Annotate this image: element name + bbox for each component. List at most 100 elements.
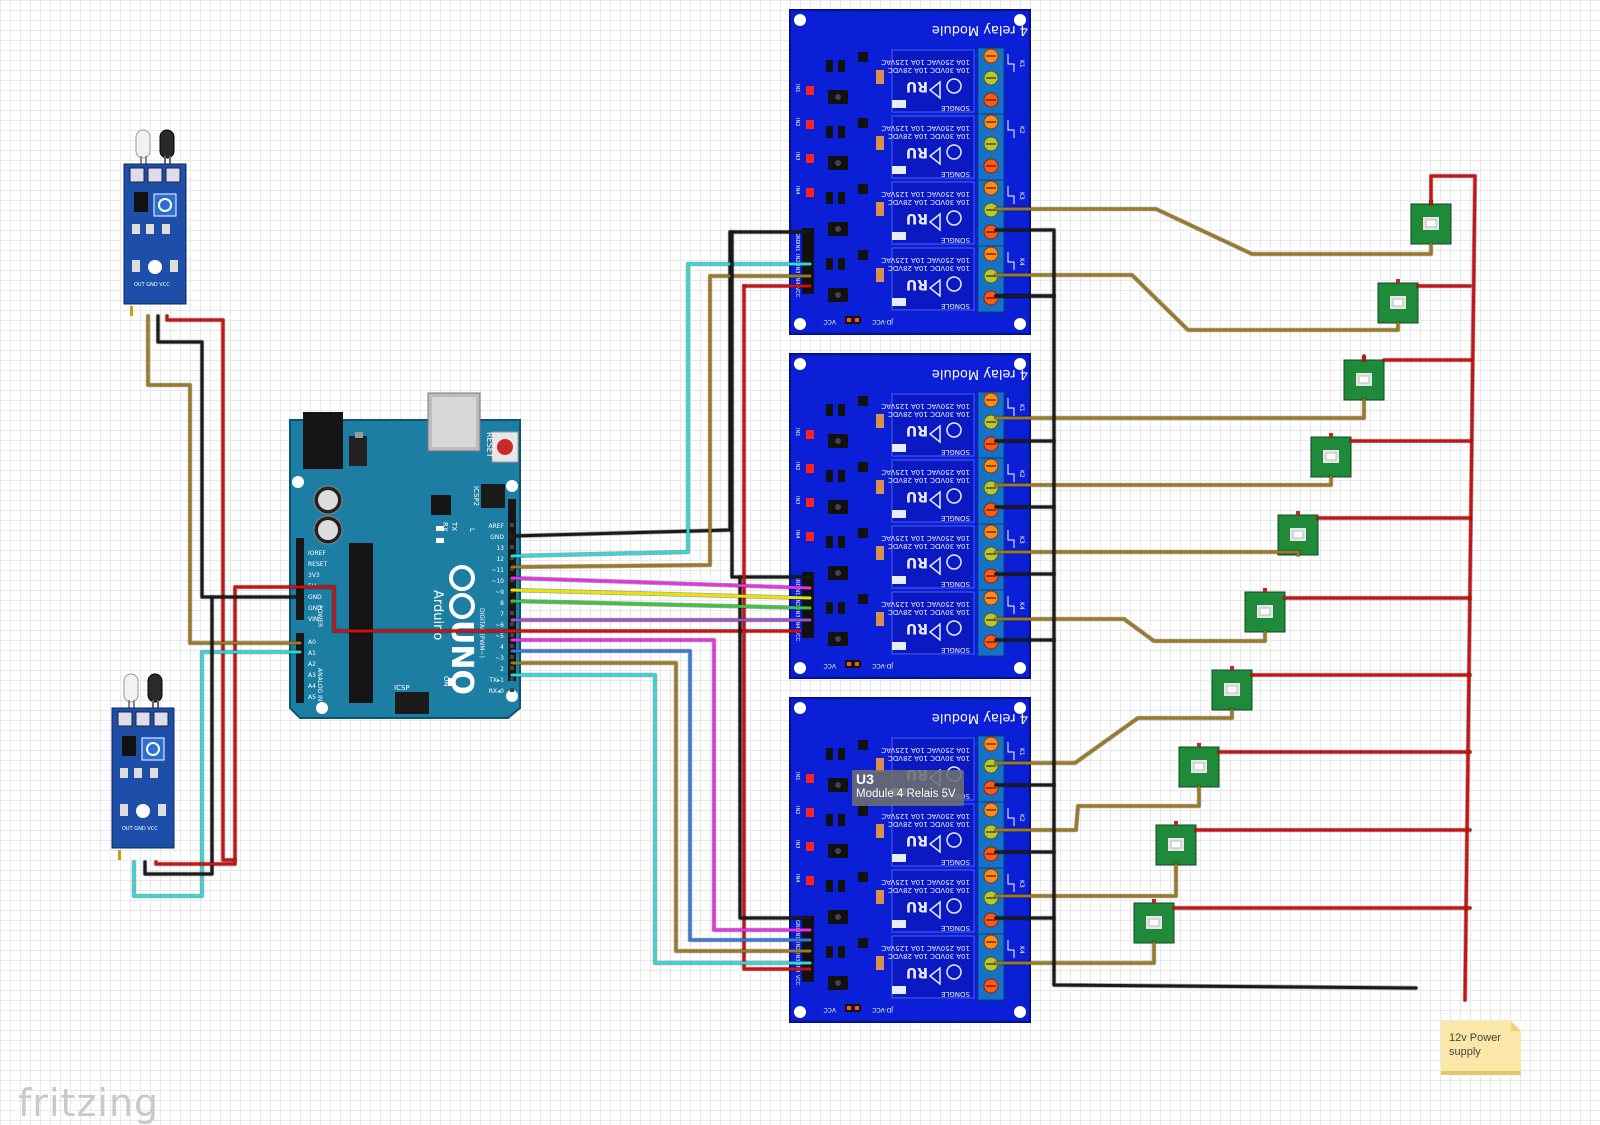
tooltip-title: U3: [856, 771, 874, 787]
relay-input-label: IN1: [794, 772, 800, 780]
ground-bus-wire: [994, 228, 1418, 990]
relay-header-pin-label: GND: [794, 920, 800, 932]
arduino-digital-pin-label: ~6: [495, 622, 504, 629]
ir-vcc-wire: [165, 314, 302, 862]
arduino-analog-pin-label: A2: [308, 661, 316, 668]
arduino-digital-label: DIGITAL (PWM~): [478, 608, 485, 658]
arduino-digital-pin-label: ~3: [495, 655, 504, 662]
tooltip-subtitle: Module 4 Relais 5V: [856, 788, 956, 800]
arduino-l-label: L: [468, 528, 476, 532]
relay-channel-label: K2: [1018, 126, 1025, 134]
out-led9: [994, 863, 1178, 898]
ir-out-wire: [146, 314, 302, 645]
relay-module-title: 4 relay Module: [932, 366, 1028, 381]
relay-header-pin-label: IN3: [794, 609, 800, 617]
relay-channel-k1: K1: [825, 391, 1025, 459]
relay-channel-k4: K4: [825, 245, 1025, 313]
led-board-10[interactable]: [1133, 898, 1175, 944]
out-led2: [994, 273, 1400, 332]
relay-channel-k3: K3: [825, 867, 1025, 935]
relay-header-pin-label: IN4: [794, 620, 800, 628]
arduino-5v-wire: [298, 585, 802, 633]
relay-header-pin-label: VCC: [794, 631, 800, 642]
led-board-4[interactable]: [1310, 432, 1352, 478]
relay-input-label: IN1: [794, 428, 800, 436]
arduino-digital-pin-label: GND: [490, 534, 504, 541]
led-board-6[interactable]: [1244, 587, 1286, 633]
out-led8: [994, 785, 1201, 832]
relay-header-pin-label: IN1: [794, 931, 800, 939]
relay-channel-label: K4: [1018, 602, 1025, 610]
out-led1: [994, 207, 1433, 256]
relay-input-label: IN4: [794, 530, 800, 538]
arduino-power-pin-label: 3V3: [308, 572, 320, 579]
relay-module-2[interactable]: 4 relay ModuleGNDIN1IN2IN3IN4VCCIN1IN2IN…: [789, 353, 1031, 679]
arduino-digital-pin-label: 13: [496, 545, 504, 552]
relay-header-pin-label: IN4: [794, 276, 800, 284]
arduino-power-pin-label: RESET: [308, 561, 328, 568]
relay-input-label: IN2: [794, 118, 800, 126]
jumper-jdvcc-label: JD-VCC: [872, 662, 894, 669]
jumper-jdvcc-label: JD-VCC: [872, 1006, 894, 1013]
arduino-brand-label: Arduino: [430, 590, 445, 640]
relay-channel-label: K1: [1018, 60, 1025, 68]
arduino-digital-pin-label: AREF: [488, 523, 504, 530]
arduino-uno-board[interactable]: [289, 392, 521, 719]
ir-sensor-top[interactable]: [123, 129, 187, 317]
arduino-power-pin-label: GND: [308, 605, 322, 612]
arduino-digital-pin-label: 12: [496, 556, 504, 563]
ir-sensor-bottom[interactable]: [111, 673, 175, 861]
arduino-digital-pin-label: 7: [500, 611, 504, 618]
ir-sensor-pin-labels: OUT GND VCC: [134, 282, 170, 288]
led-board-5[interactable]: [1277, 510, 1319, 556]
relay-channel-label: K2: [1018, 814, 1025, 822]
led-board-2[interactable]: [1377, 278, 1419, 324]
relay-input-label: IN2: [794, 462, 800, 470]
relay-channel-k2: K2: [825, 457, 1025, 525]
led-board-3[interactable]: [1343, 355, 1385, 401]
power-supply-note[interactable]: 12v Power supply: [1441, 1021, 1521, 1075]
led-board-7[interactable]: [1211, 665, 1253, 711]
relay-header-pin-label: IN1: [794, 243, 800, 251]
jumper-vcc-label: VCC: [824, 1006, 836, 1013]
ir2-vcc-wire: [154, 858, 237, 866]
relay-channel-label: K1: [1018, 748, 1025, 756]
arduino-analog-pin-label: A4: [308, 683, 316, 690]
out-led3: [994, 398, 1366, 420]
arduino-on-label: ON: [442, 676, 450, 687]
relay2-in2-wire: [510, 588, 812, 600]
relay-channel-label: K2: [1018, 470, 1025, 478]
relay-header-pin-label: GND: [794, 232, 800, 244]
relay3-in3-wire: [510, 661, 812, 953]
jumper-jdvcc-label: JD-VCC: [872, 318, 894, 325]
relay-module-1[interactable]: 4 relay ModuleGNDIN1IN2IN3IN4VCCIN1IN2IN…: [789, 9, 1031, 335]
relay-header-pin-label: IN1: [794, 587, 800, 595]
ir2-gnd-wire: [143, 595, 214, 876]
relay-module-title: 4 relay Module: [932, 22, 1028, 37]
arduino-analog-pin-label: A0: [308, 639, 316, 646]
led-board-8[interactable]: [1178, 742, 1220, 788]
led-board-9[interactable]: [1155, 820, 1197, 866]
relay-channel-k1: K1: [825, 735, 1025, 803]
led-board-1[interactable]: [1410, 199, 1452, 245]
ir-sensor-pin-labels: OUT GND VCC: [122, 826, 158, 832]
out-led10: [994, 941, 1156, 965]
relay1-in-wire-cyan: [510, 262, 812, 558]
relay-channel-k3: K3: [825, 179, 1025, 247]
relay-channel-label: K3: [1018, 192, 1025, 200]
relay-input-label: IN3: [794, 496, 800, 504]
relay-channel-label: K1: [1018, 404, 1025, 412]
relay-channel-k2: K2: [825, 113, 1025, 181]
power-bus-wire: [1429, 174, 1477, 1002]
jumper-vcc-label: VCC: [824, 662, 836, 669]
relay-header-pin-label: IN3: [794, 953, 800, 961]
arduino-analog-label: ANALOG IN: [316, 668, 323, 701]
relay-input-label: IN2: [794, 806, 800, 814]
relay-input-label: IN3: [794, 152, 800, 160]
relay3-in1-wire: [510, 638, 812, 932]
relay-vcc-trunk: [742, 284, 812, 971]
arduino-digital-pin-label: ~11: [491, 567, 504, 574]
arduino-tx-label: TX: [450, 521, 458, 531]
relay-module-3[interactable]: 4 relay ModuleGNDIN1IN2IN3IN4VCCIN1IN2IN…: [789, 697, 1031, 1023]
relay-channel-label: K4: [1018, 258, 1025, 266]
